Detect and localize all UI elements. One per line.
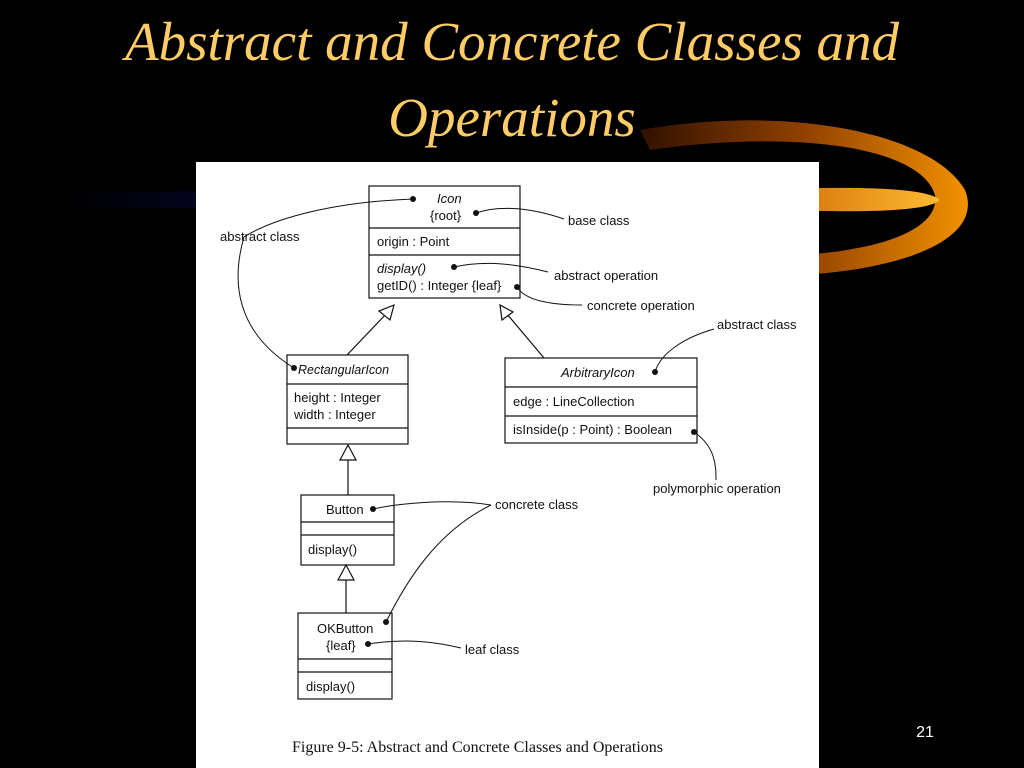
class-icon bbox=[368, 185, 521, 299]
note-leaf-class: leaf class bbox=[465, 642, 520, 657]
note-abstract-operation: abstract operation bbox=[554, 268, 658, 283]
class-name-button: Button bbox=[326, 502, 364, 517]
note-base-class: base class bbox=[568, 213, 630, 228]
figure-caption: Figure 9-5: Abstract and Concrete Classe… bbox=[292, 739, 663, 756]
note-polymorphic-operation: polymorphic operation bbox=[653, 481, 781, 496]
class-name-icon: Icon bbox=[437, 191, 462, 206]
ok-button-operation: display() bbox=[306, 679, 355, 694]
note-concrete-class: concrete class bbox=[495, 497, 579, 512]
icon-operation-getid: getID() : Integer {leaf} bbox=[377, 278, 502, 293]
class-name-rectangular-icon: RectangularIcon bbox=[298, 363, 389, 377]
title-line-1: Abstract and Concrete Classes and bbox=[124, 11, 900, 72]
note-anchor-dots bbox=[291, 196, 697, 647]
ok-button-property: {leaf} bbox=[326, 638, 356, 653]
slide-title: Abstract and Concrete Classes and Operat… bbox=[0, 4, 1024, 156]
arbitrary-icon-attribute: edge : LineCollection bbox=[513, 394, 634, 409]
rectangular-icon-width: width : Integer bbox=[293, 407, 376, 422]
note-abstract-class-right: abstract class bbox=[717, 317, 797, 332]
class-ok-button bbox=[297, 612, 393, 700]
figure-panel: Icon {root} origin : Point display() get… bbox=[196, 162, 819, 768]
slide-number: 21 bbox=[916, 724, 934, 741]
title-line-2: Operations bbox=[388, 87, 636, 148]
arbitrary-icon-operation: isInside(p : Point) : Boolean bbox=[513, 422, 672, 437]
note-abstract-class-left: abstract class bbox=[220, 229, 300, 244]
button-operation: display() bbox=[308, 542, 357, 557]
rectangular-icon-height: height : Integer bbox=[294, 390, 381, 405]
class-name-ok-button: OKButton bbox=[317, 621, 373, 636]
class-name-arbitrary-icon: ArbitraryIcon bbox=[560, 365, 635, 380]
class-arbitrary-icon bbox=[504, 357, 698, 444]
generalization-arrows bbox=[337, 303, 545, 613]
uml-class-diagram: Icon {root} origin : Point display() get… bbox=[220, 185, 797, 756]
note-concrete-operation: concrete operation bbox=[587, 298, 695, 313]
note-connectors bbox=[237, 198, 717, 649]
icon-property: {root} bbox=[430, 208, 462, 223]
icon-attribute: origin : Point bbox=[377, 234, 450, 249]
icon-operation-display: display() bbox=[377, 261, 426, 276]
